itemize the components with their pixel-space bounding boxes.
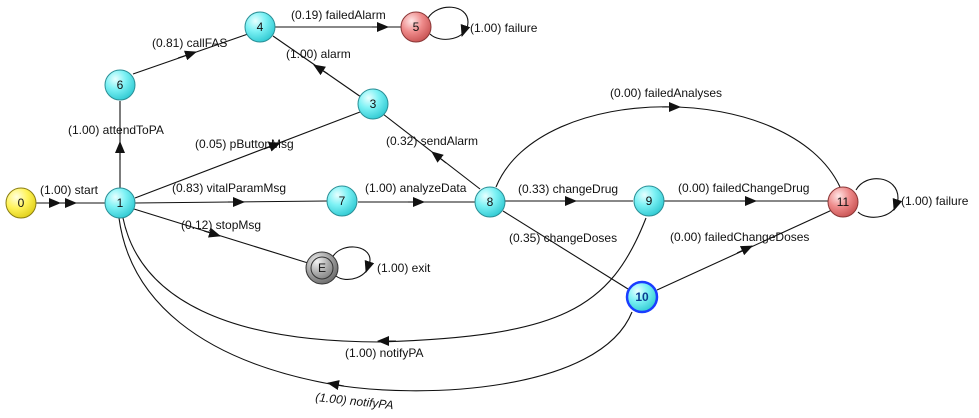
edge-5-5-arrowhead (460, 23, 471, 37)
state-node-0[interactable]: 0 (5, 187, 37, 219)
state-node-7[interactable]: 7 (326, 185, 358, 217)
edge-1-3[interactable] (134, 111, 361, 199)
state-node-10[interactable]: 10 (625, 280, 659, 314)
state-node-1[interactable]: 1 (104, 187, 136, 219)
state-label-E: E (318, 261, 326, 275)
state-node-6[interactable]: 6 (104, 69, 136, 101)
edge-label-E-E: (1.00) exit (377, 261, 431, 275)
edge-labels: (1.00) start (1.00) attendToPA (0.81) ca… (40, 8, 969, 412)
edge-label-5-5: (1.00) failure (470, 21, 538, 35)
edge-5-5[interactable] (427, 6, 469, 40)
edge-label-1-E: (0.12) stopMsg (181, 218, 261, 232)
edge-label-6-4: (0.81) callFAS (152, 36, 227, 50)
edge-label-3-4: (1.00) alarm (286, 47, 351, 61)
state-node-3[interactable]: 3 (357, 88, 389, 120)
edge-8-3[interactable] (382, 113, 481, 190)
state-node-8[interactable]: 8 (474, 186, 506, 218)
edge-11-11-arrowhead (892, 197, 903, 211)
state-node-4[interactable]: 4 (244, 11, 276, 43)
edge-label-9-11: (0.00) failedChangeDrug (678, 181, 809, 195)
state-node-9[interactable]: 9 (633, 185, 665, 217)
state-label-6: 6 (117, 78, 124, 92)
edge-3-4-arrowhead (313, 64, 329, 76)
state-node-5[interactable]: 5 (400, 11, 432, 43)
edge-label-10-11: (0.00) failedChangeDoses (670, 230, 809, 244)
edge-10-11-arrowhead (736, 245, 753, 256)
state-label-1: 1 (117, 196, 124, 210)
state-label-3: 3 (370, 97, 377, 111)
state-node-11[interactable]: 11 (827, 186, 859, 218)
state-label-0: 0 (18, 196, 25, 210)
edge-8-11[interactable] (495, 106, 841, 188)
edge-label-8-11: (0.00) failedAnalyses (610, 86, 722, 100)
edge-E-E-arrowhead (364, 259, 375, 273)
edge-8-3-arrowhead (431, 151, 447, 164)
edge-8-10[interactable] (502, 210, 629, 290)
state-label-10: 10 (635, 290, 649, 304)
state-label-4: 4 (257, 20, 264, 34)
edge-label-10-1: (1.00) notifyPA (315, 390, 395, 412)
state-label-9: 9 (646, 194, 653, 208)
edge-label-1-6: (1.00) attendToPA (68, 123, 164, 137)
edge-11-11[interactable] (855, 178, 899, 218)
edge-label-0-1: (1.00) start (40, 183, 99, 197)
edge-label-1-7: (0.83) vitalParamMsg (172, 181, 286, 195)
state-node-E[interactable]: E (305, 251, 339, 285)
edge-1-3-arrowhead (263, 142, 281, 152)
state-label-5: 5 (413, 20, 420, 34)
edge-1-E[interactable] (133, 208, 309, 264)
edge-label-1-3: (0.05) pButtonMsg (195, 137, 294, 151)
state-label-8: 8 (487, 195, 494, 209)
edge-label-8-10: (0.35) changeDoses (509, 231, 617, 245)
edge-6-4-arrowhead (177, 50, 197, 61)
edge-label-11-11: (1.00) failure (901, 194, 969, 208)
edge-label-9-1: (1.00) notifyPA (345, 346, 423, 360)
edge-label-7-8: (1.00) analyzeData (365, 181, 467, 195)
edge-label-8-3: (0.32) sendAlarm (386, 134, 478, 148)
edge-label-8-9: (0.33) changeDrug (518, 182, 618, 196)
edge-10-1-arrowhead (327, 380, 345, 390)
nodes: 0 1 3 4 5 6 7 8 (5, 11, 859, 314)
edge-1-E-arrowhead (203, 227, 221, 238)
state-label-11: 11 (837, 195, 850, 209)
state-label-7: 7 (339, 194, 346, 208)
edges (36, 6, 903, 392)
edge-label-4-5: (0.19) failedAlarm (291, 8, 386, 22)
